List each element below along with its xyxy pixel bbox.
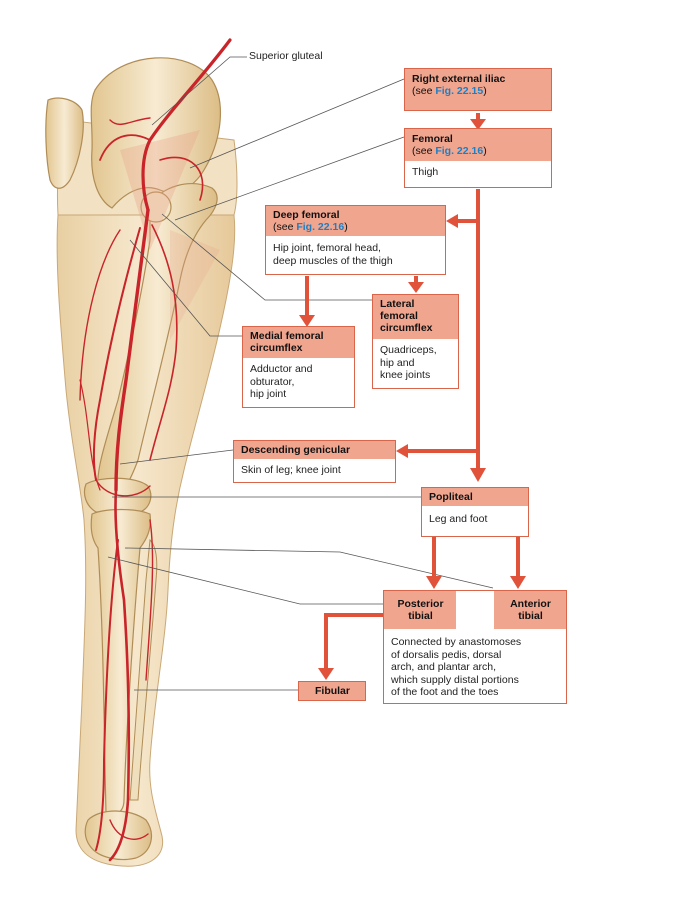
- arrow-heads: [299, 119, 526, 680]
- posterior-tibial-title-line: Posterior: [397, 598, 444, 610]
- box-right-external-iliac: Right external iliac (see Fig. 22.15): [404, 68, 552, 111]
- box-medial-femoral-circumflex: Medial femoral circumflex Adductor and o…: [242, 326, 355, 408]
- muscle-hint: [170, 230, 220, 340]
- posterior-tibial-header: Posterior tibial: [384, 591, 456, 629]
- lateral-title-line: femoral: [380, 310, 418, 322]
- tibial-body-line: which supply distal portions: [391, 673, 519, 686]
- right-external-iliac-title: Right external iliac: [412, 73, 506, 85]
- deep-femoral-body-line: deep muscles of the thigh: [273, 254, 393, 267]
- femoral-title: Femoral: [412, 133, 453, 145]
- fibular-title: Fibular: [299, 682, 365, 700]
- femur-bone: [97, 183, 218, 489]
- box-lateral-femoral-circumflex: Lateral femoral circumflex Quadriceps, h…: [372, 294, 459, 389]
- lateral-body-line: knee joints: [380, 369, 431, 381]
- tibial-body-line: arch, and plantar arch,: [391, 661, 497, 673]
- anterior-tibial-header: Anterior tibial: [494, 591, 566, 629]
- flow-arrows: [305, 113, 520, 670]
- medial-body-line: hip joint: [250, 388, 287, 400]
- lateral-body-line: Quadriceps,: [380, 344, 437, 356]
- fibula-bone: [129, 538, 158, 801]
- medial-body-line: Adductor and: [250, 363, 313, 375]
- popliteal-title: Popliteal: [422, 488, 528, 506]
- leg-skin: [56, 214, 236, 867]
- box-popliteal: Popliteal Leg and foot: [421, 487, 529, 537]
- right-external-iliac-see-prefix: (see: [412, 85, 436, 97]
- lateral-title-line: circumflex: [380, 322, 433, 334]
- tibial-body-line: of the foot and the toes: [391, 686, 499, 698]
- tibial-body-line: of dorsalis pedis, dorsal: [391, 648, 502, 661]
- femoral-see-suffix: ): [483, 145, 487, 157]
- artery-network: [79, 38, 232, 862]
- descending-genicular-title: Descending genicular: [234, 441, 395, 459]
- posterior-tibial-title-line: tibial: [408, 610, 433, 622]
- fig-ref-22-15[interactable]: Fig. 22.15: [435, 85, 484, 97]
- anterior-tibial-title-line: tibial: [518, 610, 543, 622]
- deep-femoral-see-suffix: ): [344, 221, 348, 233]
- lateral-title-line: Lateral: [380, 298, 415, 310]
- femoral-see-prefix: (see: [412, 145, 436, 157]
- medial-body-line: obturator,: [250, 375, 295, 388]
- fig-ref-22-16-deep[interactable]: Fig. 22.16: [296, 221, 345, 233]
- popliteal-body: Leg and foot: [429, 513, 488, 525]
- box-femoral: Femoral (see Fig. 22.16) Thigh: [404, 128, 552, 188]
- femoral-body: Thigh: [412, 166, 439, 178]
- deep-femoral-body-line: Hip joint, femoral head,: [273, 242, 381, 254]
- label-superior-gluteal: Superior gluteal: [249, 50, 323, 62]
- box-deep-femoral: Deep femoral (see Fig. 22.16) Hip joint,…: [265, 205, 446, 275]
- box-descending-genicular: Descending genicular Skin of leg; knee j…: [233, 440, 396, 483]
- anterior-tibial-title-line: Anterior: [510, 598, 551, 610]
- lateral-body-line: hip and: [380, 356, 415, 369]
- medial-title-line: circumflex: [250, 342, 303, 354]
- box-tibial-group: Posterior tibial Anterior tibial Connect…: [383, 590, 567, 704]
- descending-genicular-body: Skin of leg; knee joint: [241, 464, 341, 476]
- box-fibular: Fibular: [298, 681, 366, 701]
- tibial-body-line: Connected by anastomoses: [391, 636, 522, 648]
- sacrum-bone: [45, 97, 84, 189]
- deep-femoral-see-prefix: (see: [273, 221, 297, 233]
- deep-femoral-title: Deep femoral: [273, 209, 340, 221]
- muscle-hint: [120, 130, 200, 250]
- medial-title-line: Medial femoral: [250, 330, 324, 342]
- fig-ref-22-16[interactable]: Fig. 22.16: [435, 145, 484, 157]
- right-external-iliac-see-suffix: ): [483, 85, 487, 97]
